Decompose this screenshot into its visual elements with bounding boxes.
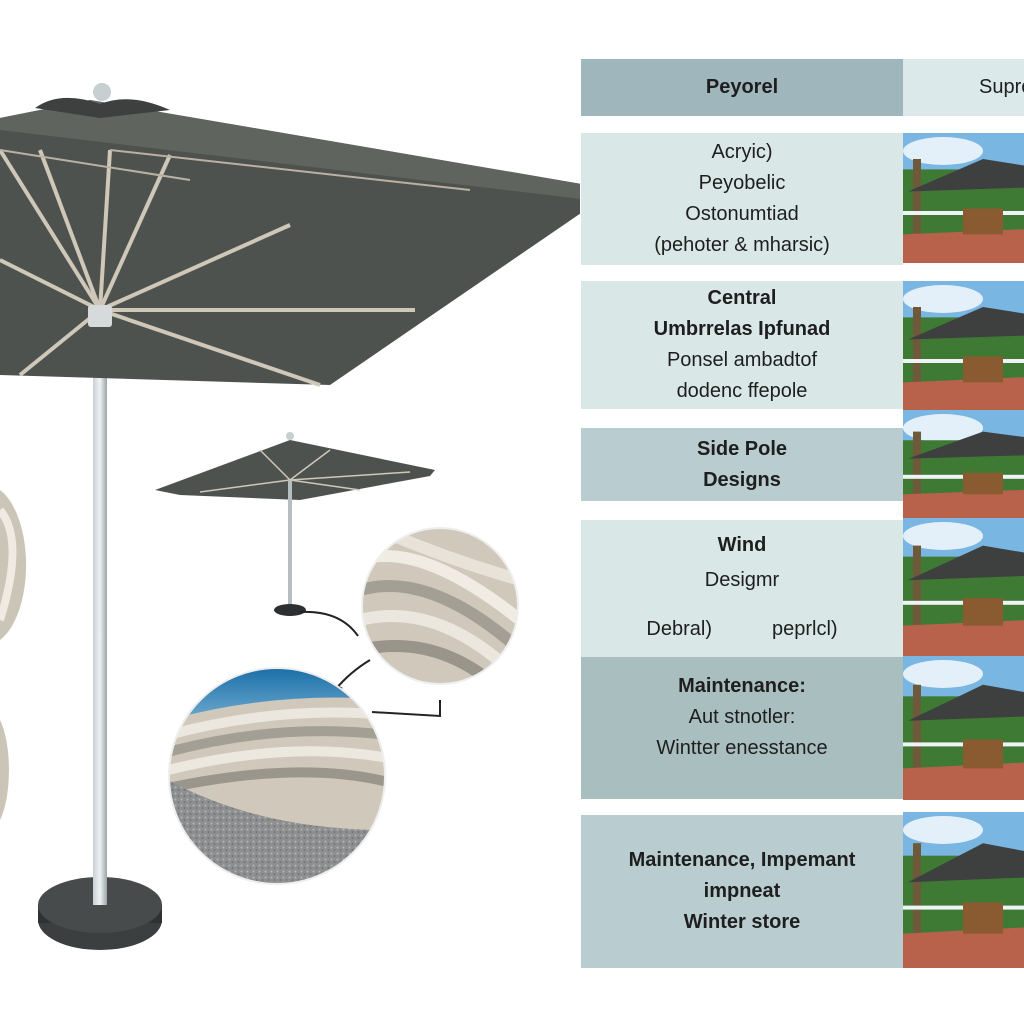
patio-photo [903, 656, 1024, 800]
row-text: (pehoter & mharsic) [654, 234, 830, 256]
table-row-side-pole: Side Pole Designs [581, 428, 903, 501]
row-heading: Central [707, 287, 777, 309]
table-row-maintenance: Maintenance: Aut stnotler: Wintter eness… [581, 657, 903, 799]
fabric-detail-partial [0, 490, 27, 820]
row-text: Acryic) [711, 141, 773, 163]
table-row-wind: Wind Desigmr Debral) peprlcl) [581, 520, 903, 657]
table-header-cell-2: Suprc [903, 59, 1024, 116]
table-row-central: Central Umbrrelas Ipfunad Ponsel ambadto… [581, 281, 903, 409]
table-row-winter: Maintenance, Impemant impneat Winter sto… [581, 815, 903, 968]
row-heading: Wind [717, 534, 767, 556]
row-heading: impneat [703, 880, 781, 902]
row-text: Ponsel ambadtof [666, 349, 818, 371]
patio-photo [903, 410, 1024, 518]
header-label-2: Suprc [979, 76, 1024, 98]
row-heading: Designs [703, 468, 781, 491]
row-heading: Umbrrelas Ipfunad [653, 318, 831, 340]
patio-photo [903, 281, 1024, 411]
small-umbrella [155, 432, 435, 616]
row-heading: Maintenance: [678, 675, 806, 697]
row-text: Peyobelic [698, 172, 786, 194]
umbrella-illustration [0, 83, 580, 950]
row-heading: Winter store [683, 911, 801, 933]
row-text: Ostonumtiad [685, 203, 799, 225]
header-label: Peyorel [705, 76, 779, 98]
row-heading: Side Pole [696, 437, 788, 460]
row-subtext: Debral) [646, 618, 712, 640]
row-text: Desigmr [704, 569, 780, 591]
patio-photo [903, 812, 1024, 968]
row-text: Wintter enesstance [656, 737, 828, 759]
large-umbrella [0, 83, 580, 950]
row-text: Aut stnotler: [688, 706, 796, 728]
fabric-detail-circle [362, 528, 518, 684]
patio-photo [903, 518, 1024, 656]
table-header-cell: Peyorel [581, 59, 903, 116]
row-subtext: peprlcl) [772, 618, 838, 640]
row-heading: Maintenance, Impemant [628, 849, 856, 871]
table-row-material: Acryic) Peyobelic Ostonumtiad (pehoter &… [581, 133, 903, 265]
patio-photo [903, 133, 1024, 263]
row-text: dodenc ffepole [676, 380, 808, 402]
